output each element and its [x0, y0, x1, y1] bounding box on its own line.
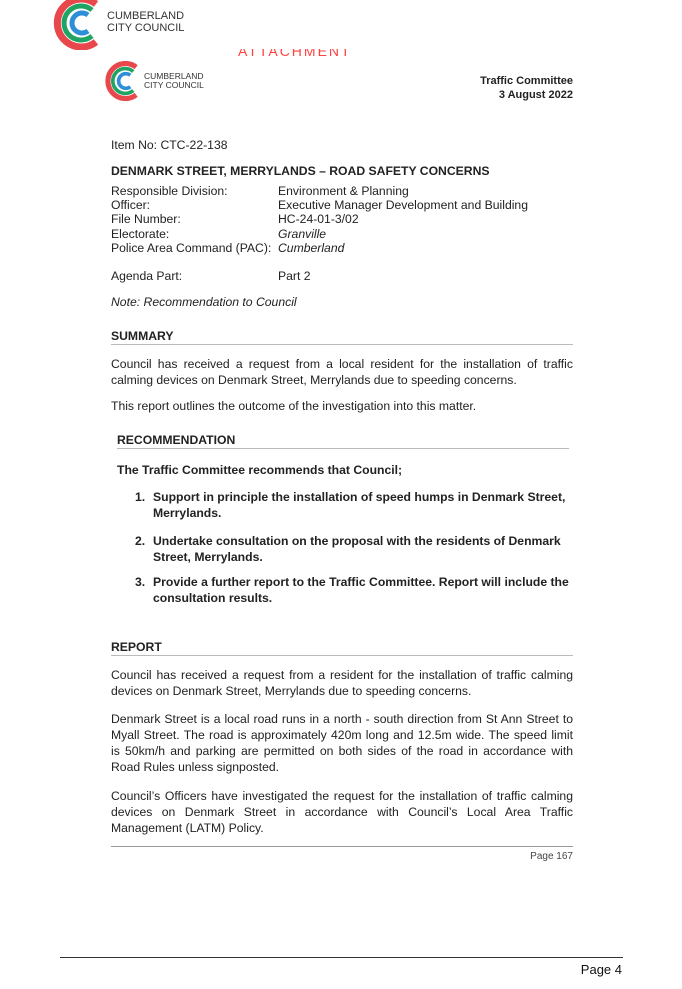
field-value: Granville: [278, 227, 327, 241]
item-number: 3.: [135, 575, 146, 589]
item-number: 1.: [135, 490, 146, 504]
logo-line1: CUMBERLAND: [107, 10, 185, 23]
outer-footer-divider: [60, 957, 623, 958]
field-label: Responsible Division:: [111, 184, 228, 198]
divider: [111, 344, 573, 345]
recommendation-item: 3. Provide a further report to the Traffi…: [135, 574, 575, 606]
council-logo-inner: CUMBERLAND CITY COUNCIL: [104, 61, 204, 101]
logo-line2: CITY COUNCIL: [144, 80, 204, 90]
recommendation-item: 2. Undertake consultation on the proposal…: [135, 533, 575, 565]
divider: [111, 655, 573, 656]
summary-heading: SUMMARY: [111, 329, 174, 343]
item-number: 2.: [135, 534, 146, 548]
inner-page-number: Page 167: [530, 851, 573, 862]
report-heading: REPORT: [111, 640, 162, 654]
attachment-stamp: ATTACHMENT: [238, 49, 352, 59]
recommendation-item: 1. Support in principle the installation …: [135, 489, 575, 521]
agenda-label: Agenda Part:: [111, 269, 183, 283]
note: Note: Recommendation to Council: [111, 295, 297, 309]
report-paragraph: Denmark Street is a local road runs in a…: [111, 712, 573, 774]
logo-line1: CUMBERLAND: [144, 71, 204, 82]
item-text: Support in principle the installation of…: [153, 490, 566, 520]
footer-divider: [111, 846, 573, 847]
field-label: Officer:: [111, 198, 151, 212]
item-text: Provide a further report to the Traffic …: [153, 575, 569, 605]
committee-name: Traffic Committee: [480, 75, 573, 87]
field-value: HC-24-01-3/02: [278, 212, 359, 226]
meeting-date: 3 August 2022: [498, 89, 573, 101]
item-number: Item No: CTC-22-138: [111, 138, 228, 152]
field-label: Police Area Command (PAC):: [111, 241, 272, 255]
summary-paragraph: Council has received a request from a lo…: [111, 357, 573, 387]
field-value: Executive Manager Development and Buildi…: [278, 198, 528, 212]
report-paragraph: Council’s Officers have investigated the…: [111, 789, 573, 835]
outer-page-number: Page 4: [580, 962, 622, 977]
item-text: Undertake consultation on the proposal w…: [153, 534, 561, 564]
logo-line2: CITY COUNCIL: [107, 22, 185, 34]
field-label: Electorate:: [111, 227, 170, 241]
summary-paragraph: This report outlines the outcome of the …: [111, 399, 477, 413]
recommendation-intro: The Traffic Committee recommends that Co…: [117, 463, 403, 477]
field-value: Cumberland: [278, 241, 345, 255]
agenda-value: Part 2: [278, 269, 311, 283]
council-logo-icon: [53, 0, 99, 50]
recommendation-heading: RECOMMENDATION: [117, 433, 236, 447]
field-value: Environment & Planning: [278, 184, 409, 198]
report-title: DENMARK STREET, MERRYLANDS – ROAD SAFETY…: [111, 164, 490, 178]
council-logo-outer: CUMBERLAND CITY COUNCIL: [52, 0, 184, 50]
field-label: File Number:: [111, 212, 181, 226]
divider: [117, 448, 569, 449]
report-paragraph: Council has received a request from a re…: [111, 668, 573, 698]
council-logo-icon: [105, 61, 138, 101]
